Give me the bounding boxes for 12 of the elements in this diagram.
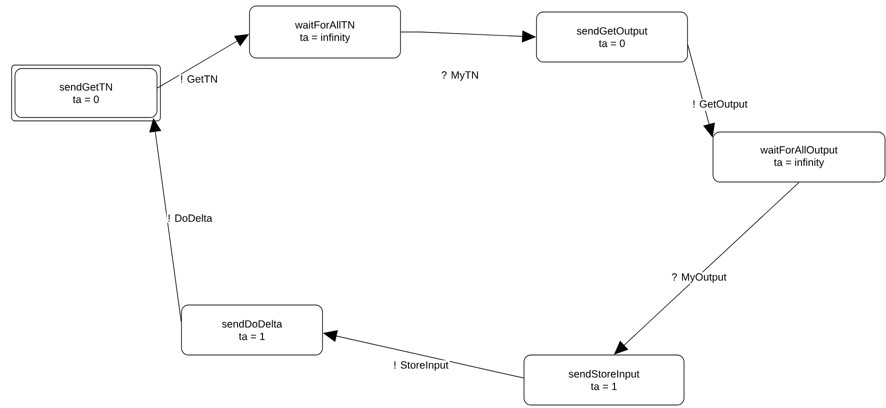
edge-label: ! StoreInput [392,360,450,372]
state-box: waitForAllOutput ta = infinity [712,132,886,182]
state-box: waitForAllTN ta = infinity [249,6,401,58]
edge-label: ? MyTN [440,70,480,82]
edge-label: ? MyOutput [670,272,728,284]
state-box: sendStoreInput ta = 1 [524,354,684,406]
edge-label: ! GetOutput [691,99,749,111]
state-box: sendGetTN ta = 0 [11,64,161,122]
state-box: sendGetOutput ta = 0 [536,12,688,62]
state-box: sendDoDelta ta = 1 [181,304,323,356]
edge-label: ! DoDelta [166,213,214,223]
edge-label: ! GetTN [179,74,219,84]
